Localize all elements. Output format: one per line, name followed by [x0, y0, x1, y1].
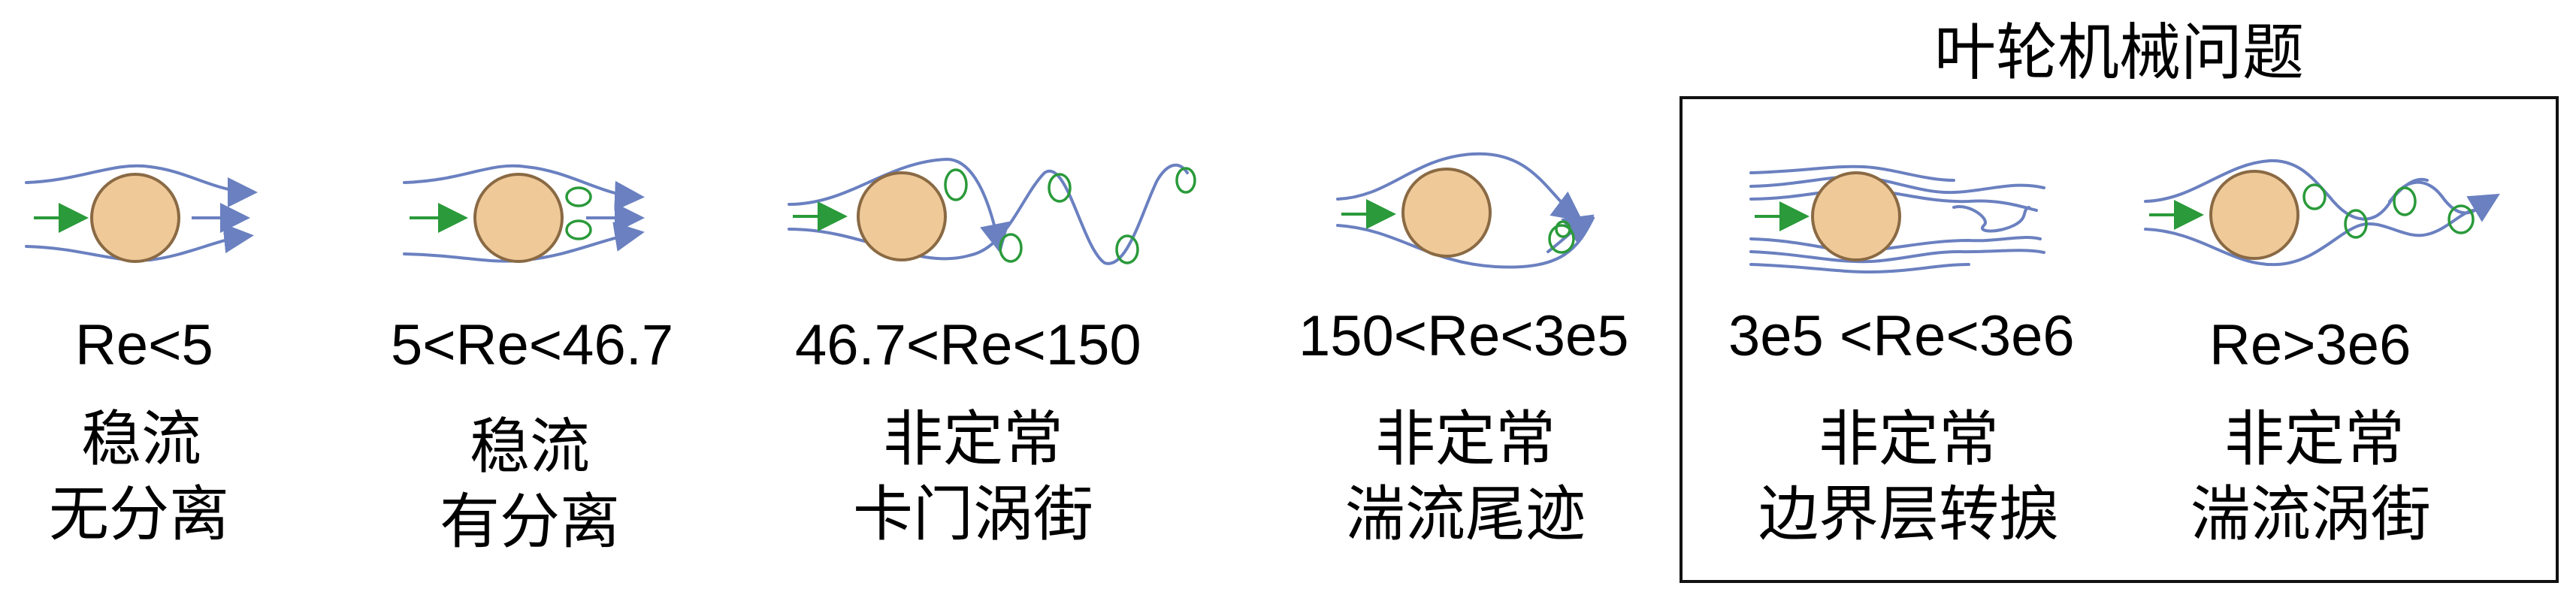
- regime-label-2-line2: 有分离: [440, 487, 620, 557]
- regime-label-1-line2: 无分离: [49, 479, 229, 549]
- regime-label-5-line2: 边界层转捩: [1758, 479, 2059, 549]
- cylinder-1: [90, 173, 180, 263]
- flow-diagram-5: [1749, 165, 2045, 274]
- cylinder-2: [473, 173, 564, 263]
- cylinder-5: [1811, 171, 1901, 261]
- flow-diagram-4: [1336, 152, 1595, 269]
- regime-label-1-line1: 稳流: [81, 404, 201, 474]
- reynolds-label-5: 3e5 <Re<3e6: [1728, 304, 2075, 368]
- regime-label-4-line1: 非定常: [1375, 404, 1556, 474]
- group-title: 叶轮机械问题: [1934, 17, 2304, 89]
- turbomachinery-group-frame: [1680, 96, 2559, 583]
- reynolds-label-1: Re<5: [75, 313, 213, 377]
- regime-label-3-line1: 非定常: [883, 404, 1063, 474]
- regime-label-2-line1: 稳流: [470, 412, 590, 482]
- regime-label-5-line1: 非定常: [1819, 404, 1999, 474]
- regime-label-6-line1: 非定常: [2224, 404, 2405, 474]
- regime-label-6-line2: 湍流涡街: [2191, 479, 2431, 549]
- reynolds-label-2: 5<Re<46.7: [391, 313, 674, 377]
- regime-label-4-line2: 湍流尾迹: [1345, 479, 1586, 549]
- flow-diagram-3: [788, 157, 1196, 265]
- regime-label-3-line2: 卡门涡街: [853, 479, 1093, 549]
- cylinder-6: [2209, 170, 2299, 260]
- reynolds-label-3: 46.7<Re<150: [795, 313, 1141, 377]
- flow-diagram-1: [25, 164, 258, 263]
- cylinder-3: [857, 171, 947, 261]
- flow-diagram-2: [403, 164, 645, 263]
- reynolds-label-6: Re>3e6: [2209, 313, 2411, 377]
- reynolds-label-4: 150<Re<3e5: [1299, 304, 1629, 368]
- cylinder-4: [1401, 168, 1492, 258]
- flow-diagram-6: [2144, 159, 2500, 267]
